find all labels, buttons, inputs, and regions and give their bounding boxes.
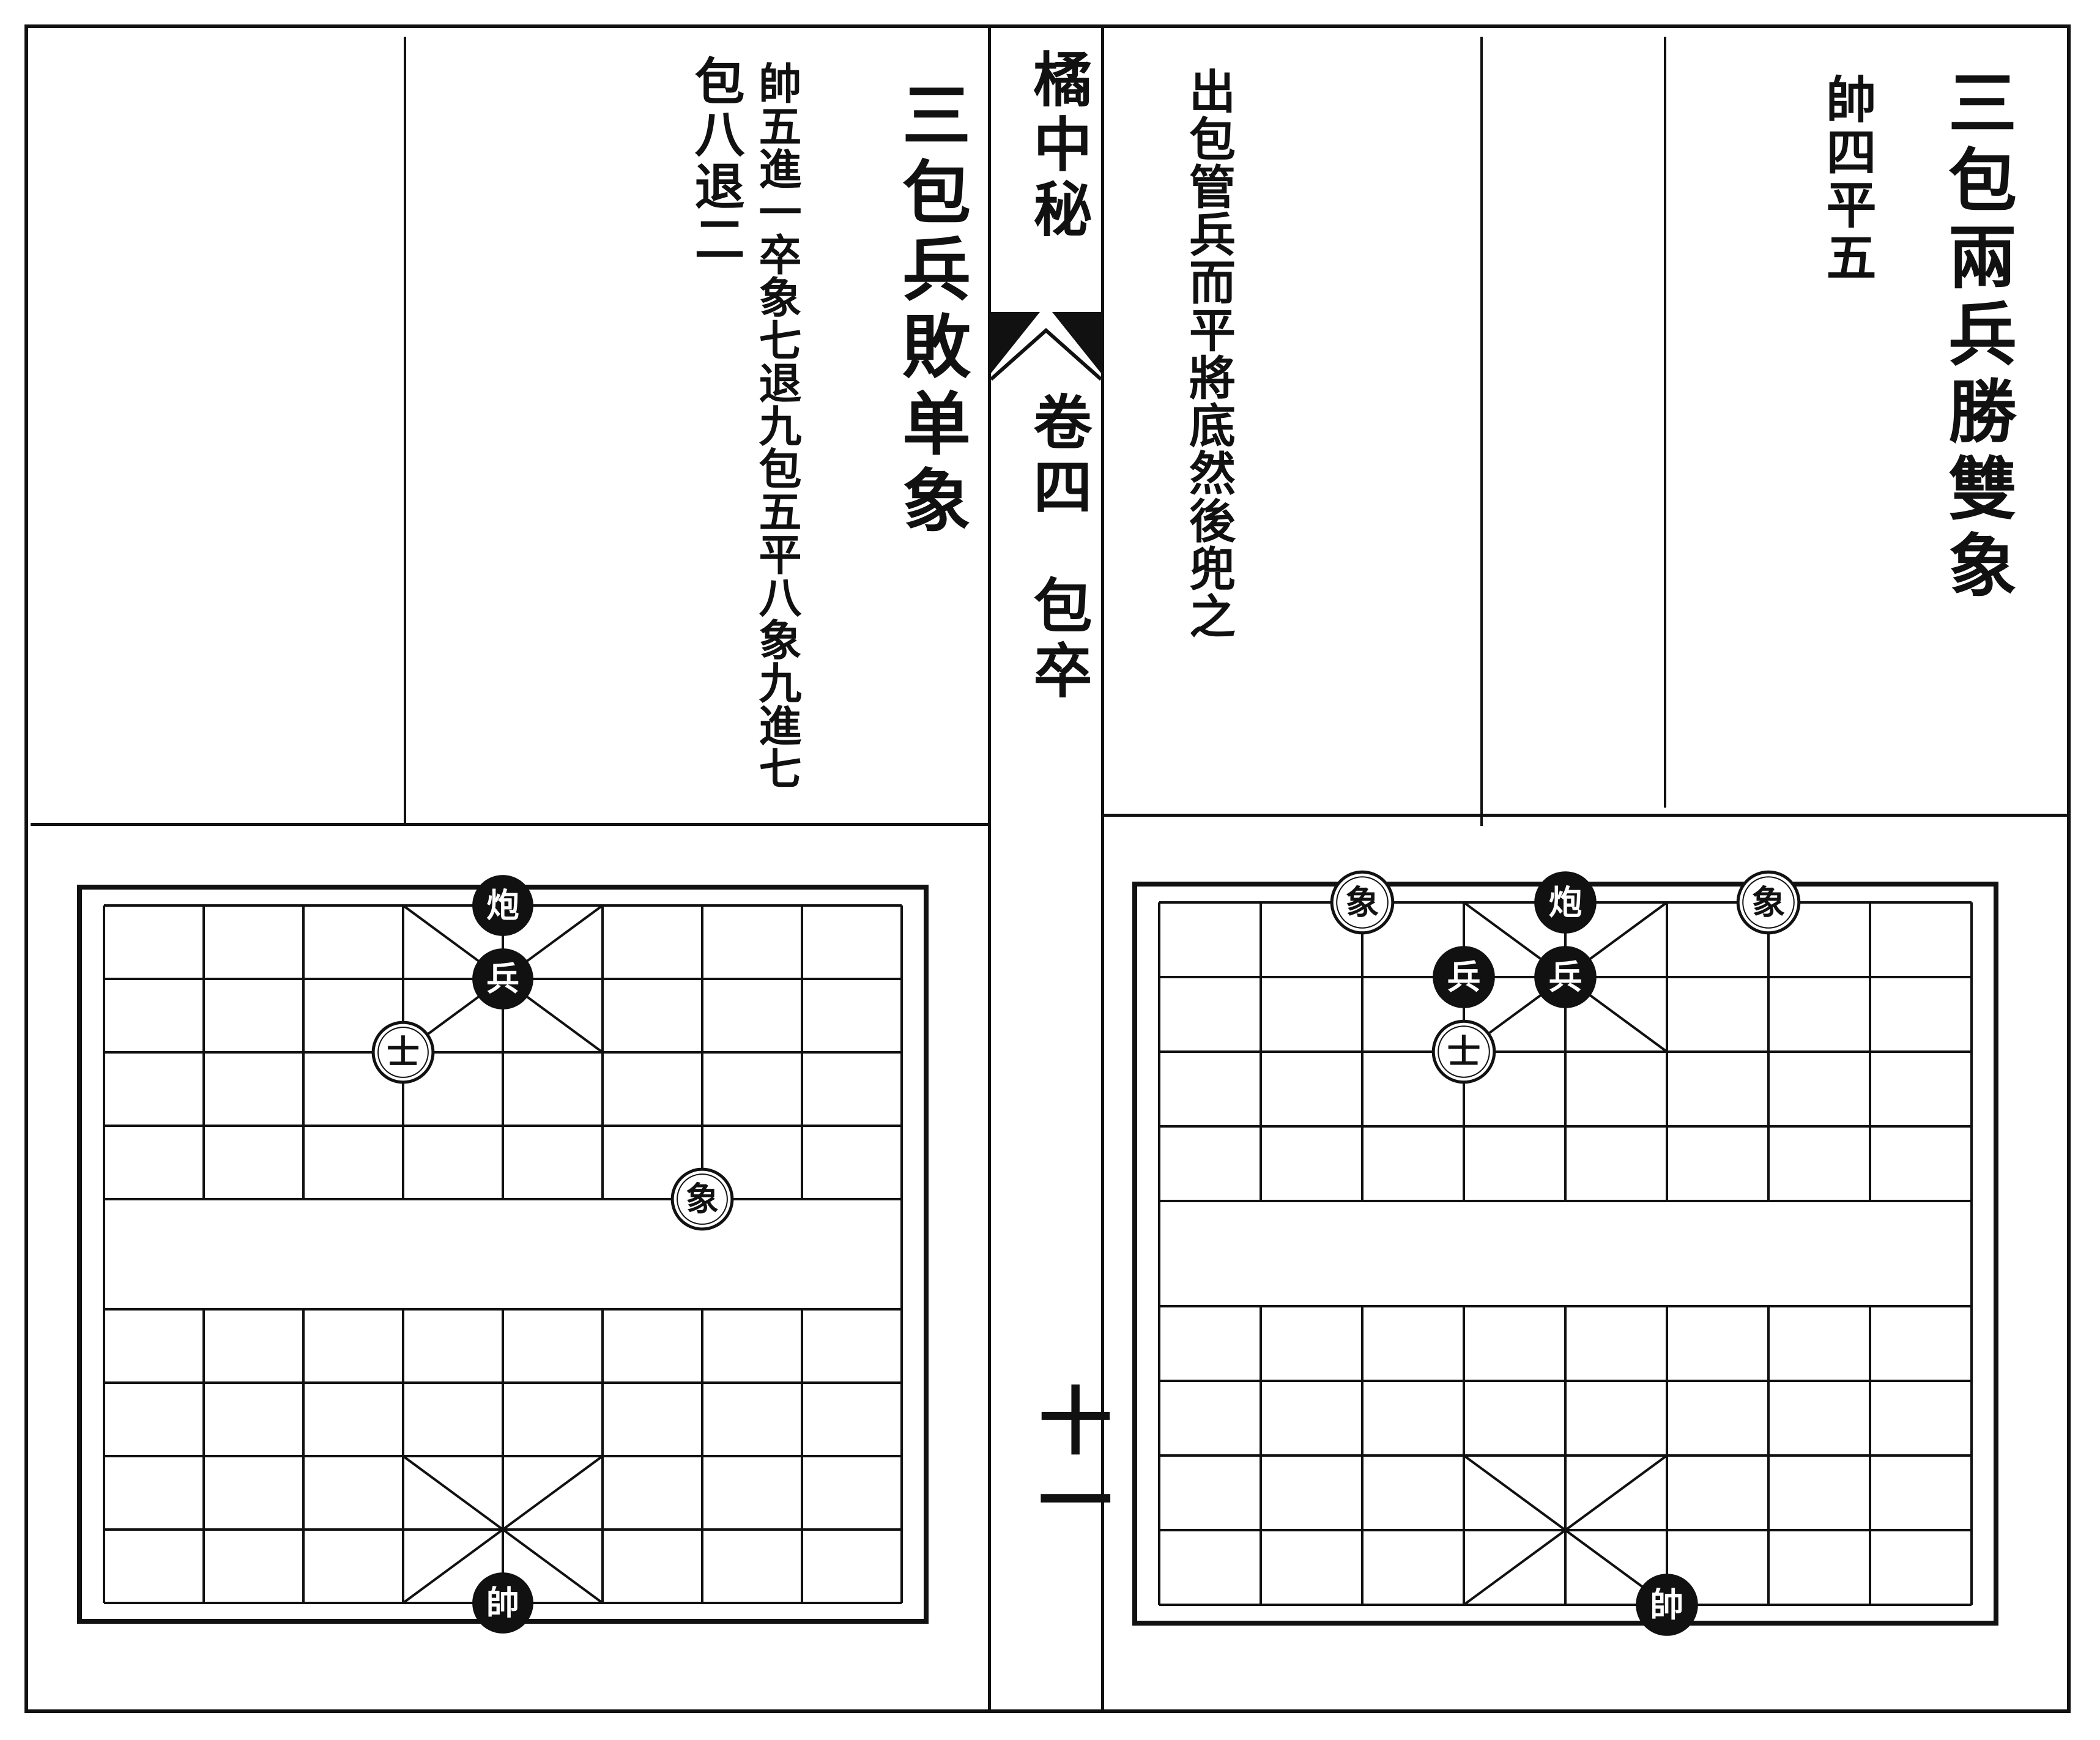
page-frame <box>24 24 2071 1713</box>
right-palace-diagonal <box>1463 1454 1668 1606</box>
right-piece-label-5: 士 <box>1447 1032 1481 1071</box>
right-piece-ring-2 <box>1742 876 1795 929</box>
left-piece-3 <box>670 1167 734 1231</box>
left-text-board-divider <box>31 823 991 826</box>
right-text-board-divider <box>1101 814 2068 817</box>
left-piece-0 <box>472 875 533 936</box>
left-piece-label-0: 炮 <box>486 886 519 925</box>
right-piece-label-4: 兵 <box>1549 957 1582 997</box>
left-piece-label-4: 帥 <box>486 1583 519 1623</box>
left-palace-diagonal <box>402 1455 604 1604</box>
right-piece-label-3: 兵 <box>1447 957 1481 997</box>
rule-right-1 <box>1480 37 1483 826</box>
left-problem-title: 三包兵敗单象 <box>891 80 971 542</box>
right-piece-label-6: 帥 <box>1650 1585 1684 1624</box>
left-piece-label-3: 象 <box>686 1180 719 1219</box>
right-problem-title: 三包兩兵勝雙象 <box>1937 67 2017 607</box>
fishtail-marker <box>991 312 1101 381</box>
right-piece-label-2: 象 <box>1752 883 1786 922</box>
left-piece-ring-3 <box>677 1173 728 1225</box>
left-piece-2 <box>371 1021 435 1084</box>
left-problem-moves-line2: 包八退二 <box>686 55 744 266</box>
center-strip-left-rule <box>988 24 991 1713</box>
left-problem-moves-line1: 帥五進一卒象七退九包五平八象九進七 <box>752 61 803 789</box>
right-piece-4 <box>1534 946 1597 1008</box>
right-piece-1 <box>1534 871 1597 934</box>
left-piece-1 <box>472 948 533 1009</box>
right-problem-moves: 帥四平五 <box>1817 73 1876 284</box>
right-piece-label-0: 象 <box>1346 883 1379 922</box>
rule-right-2 <box>1664 37 1666 808</box>
right-piece-5 <box>1431 1019 1496 1084</box>
right-piece-label-1: 炮 <box>1549 883 1582 922</box>
book-title: 橘中秘 <box>1023 49 1093 244</box>
right-piece-2 <box>1736 870 1801 935</box>
left-piece-4 <box>472 1572 533 1634</box>
right-piece-ring-5 <box>1438 1025 1490 1078</box>
right-piece-6 <box>1636 1574 1698 1636</box>
section-label: 包卒 <box>1023 575 1093 705</box>
left-piece-label-2: 士 <box>387 1033 420 1072</box>
right-piece-0 <box>1330 870 1395 935</box>
right-xiangqi-board: 象炮象兵兵士帥 <box>1132 870 1998 1636</box>
right-piece-ring-0 <box>1336 876 1389 929</box>
center-annotation: 出包管兵而平將底然後兜之 <box>1181 67 1236 640</box>
rule-left-1 <box>404 37 406 826</box>
left-piece-ring-2 <box>377 1027 429 1078</box>
left-piece-label-1: 兵 <box>486 959 519 998</box>
page-number: 十一 <box>1026 1383 1112 1542</box>
volume-label: 卷四 <box>1023 392 1093 521</box>
center-strip-right-rule <box>1101 24 1104 1713</box>
right-piece-3 <box>1433 946 1495 1008</box>
